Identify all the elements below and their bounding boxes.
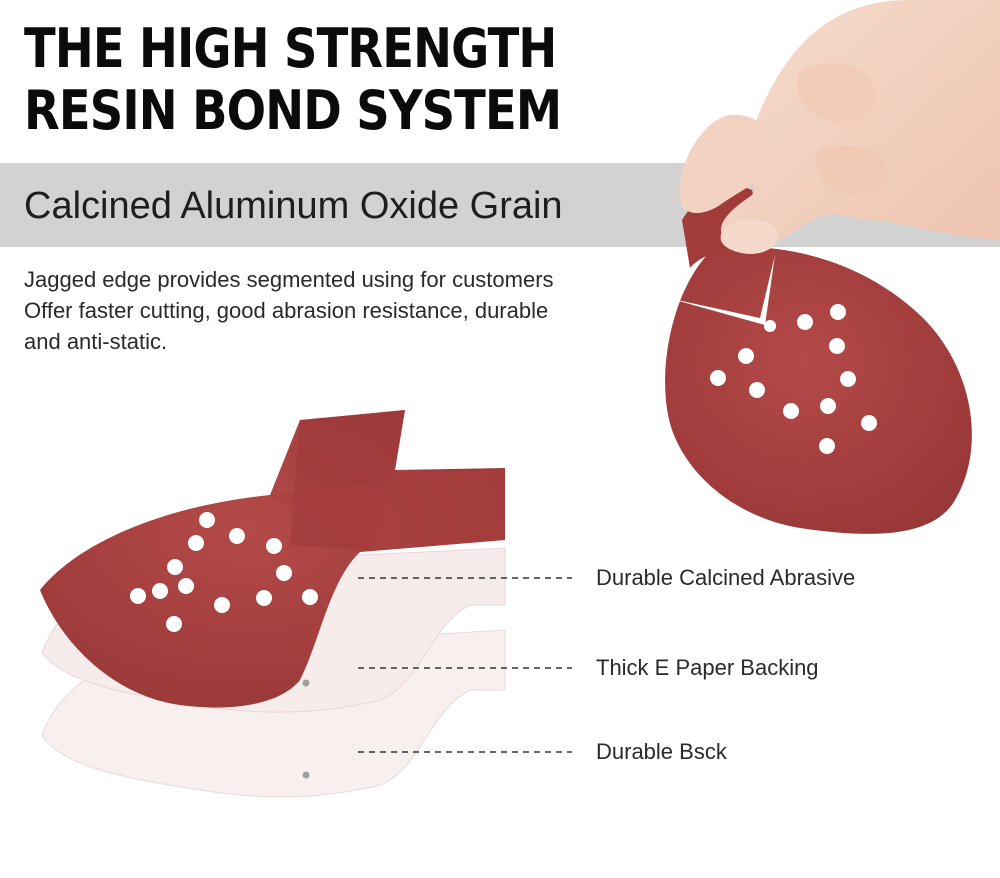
label-paper-backing-layer: Thick E Paper Backing [596, 655, 819, 680]
dust-holes [710, 304, 877, 454]
abrasive-dust-holes [130, 512, 318, 632]
description-line-3: and anti-static. [24, 329, 168, 354]
label-abrasive-layer: Durable Calcined Abrasive [596, 565, 856, 590]
headline-line-1: THE HIGH STRENGTH [24, 17, 557, 80]
label-bsck-layer: Durable Bsck [596, 739, 727, 764]
headline: THE HIGH STRENGTH RESIN BOND SYSTEM [24, 17, 562, 142]
description: Jagged edge provides segmented using for… [24, 264, 644, 357]
band-title: Calcined Aluminum Oxide Grain [24, 185, 563, 227]
layer-stack [40, 410, 572, 798]
description-line-1: Jagged edge provides segmented using for… [24, 267, 554, 292]
hand [679, 0, 1000, 255]
abrasive-layer [40, 410, 505, 708]
headline-line-2: RESIN BOND SYSTEM [24, 79, 562, 142]
description-line-2: Offer faster cutting, good abrasion resi… [24, 298, 549, 323]
held-sanding-pad [665, 186, 972, 534]
